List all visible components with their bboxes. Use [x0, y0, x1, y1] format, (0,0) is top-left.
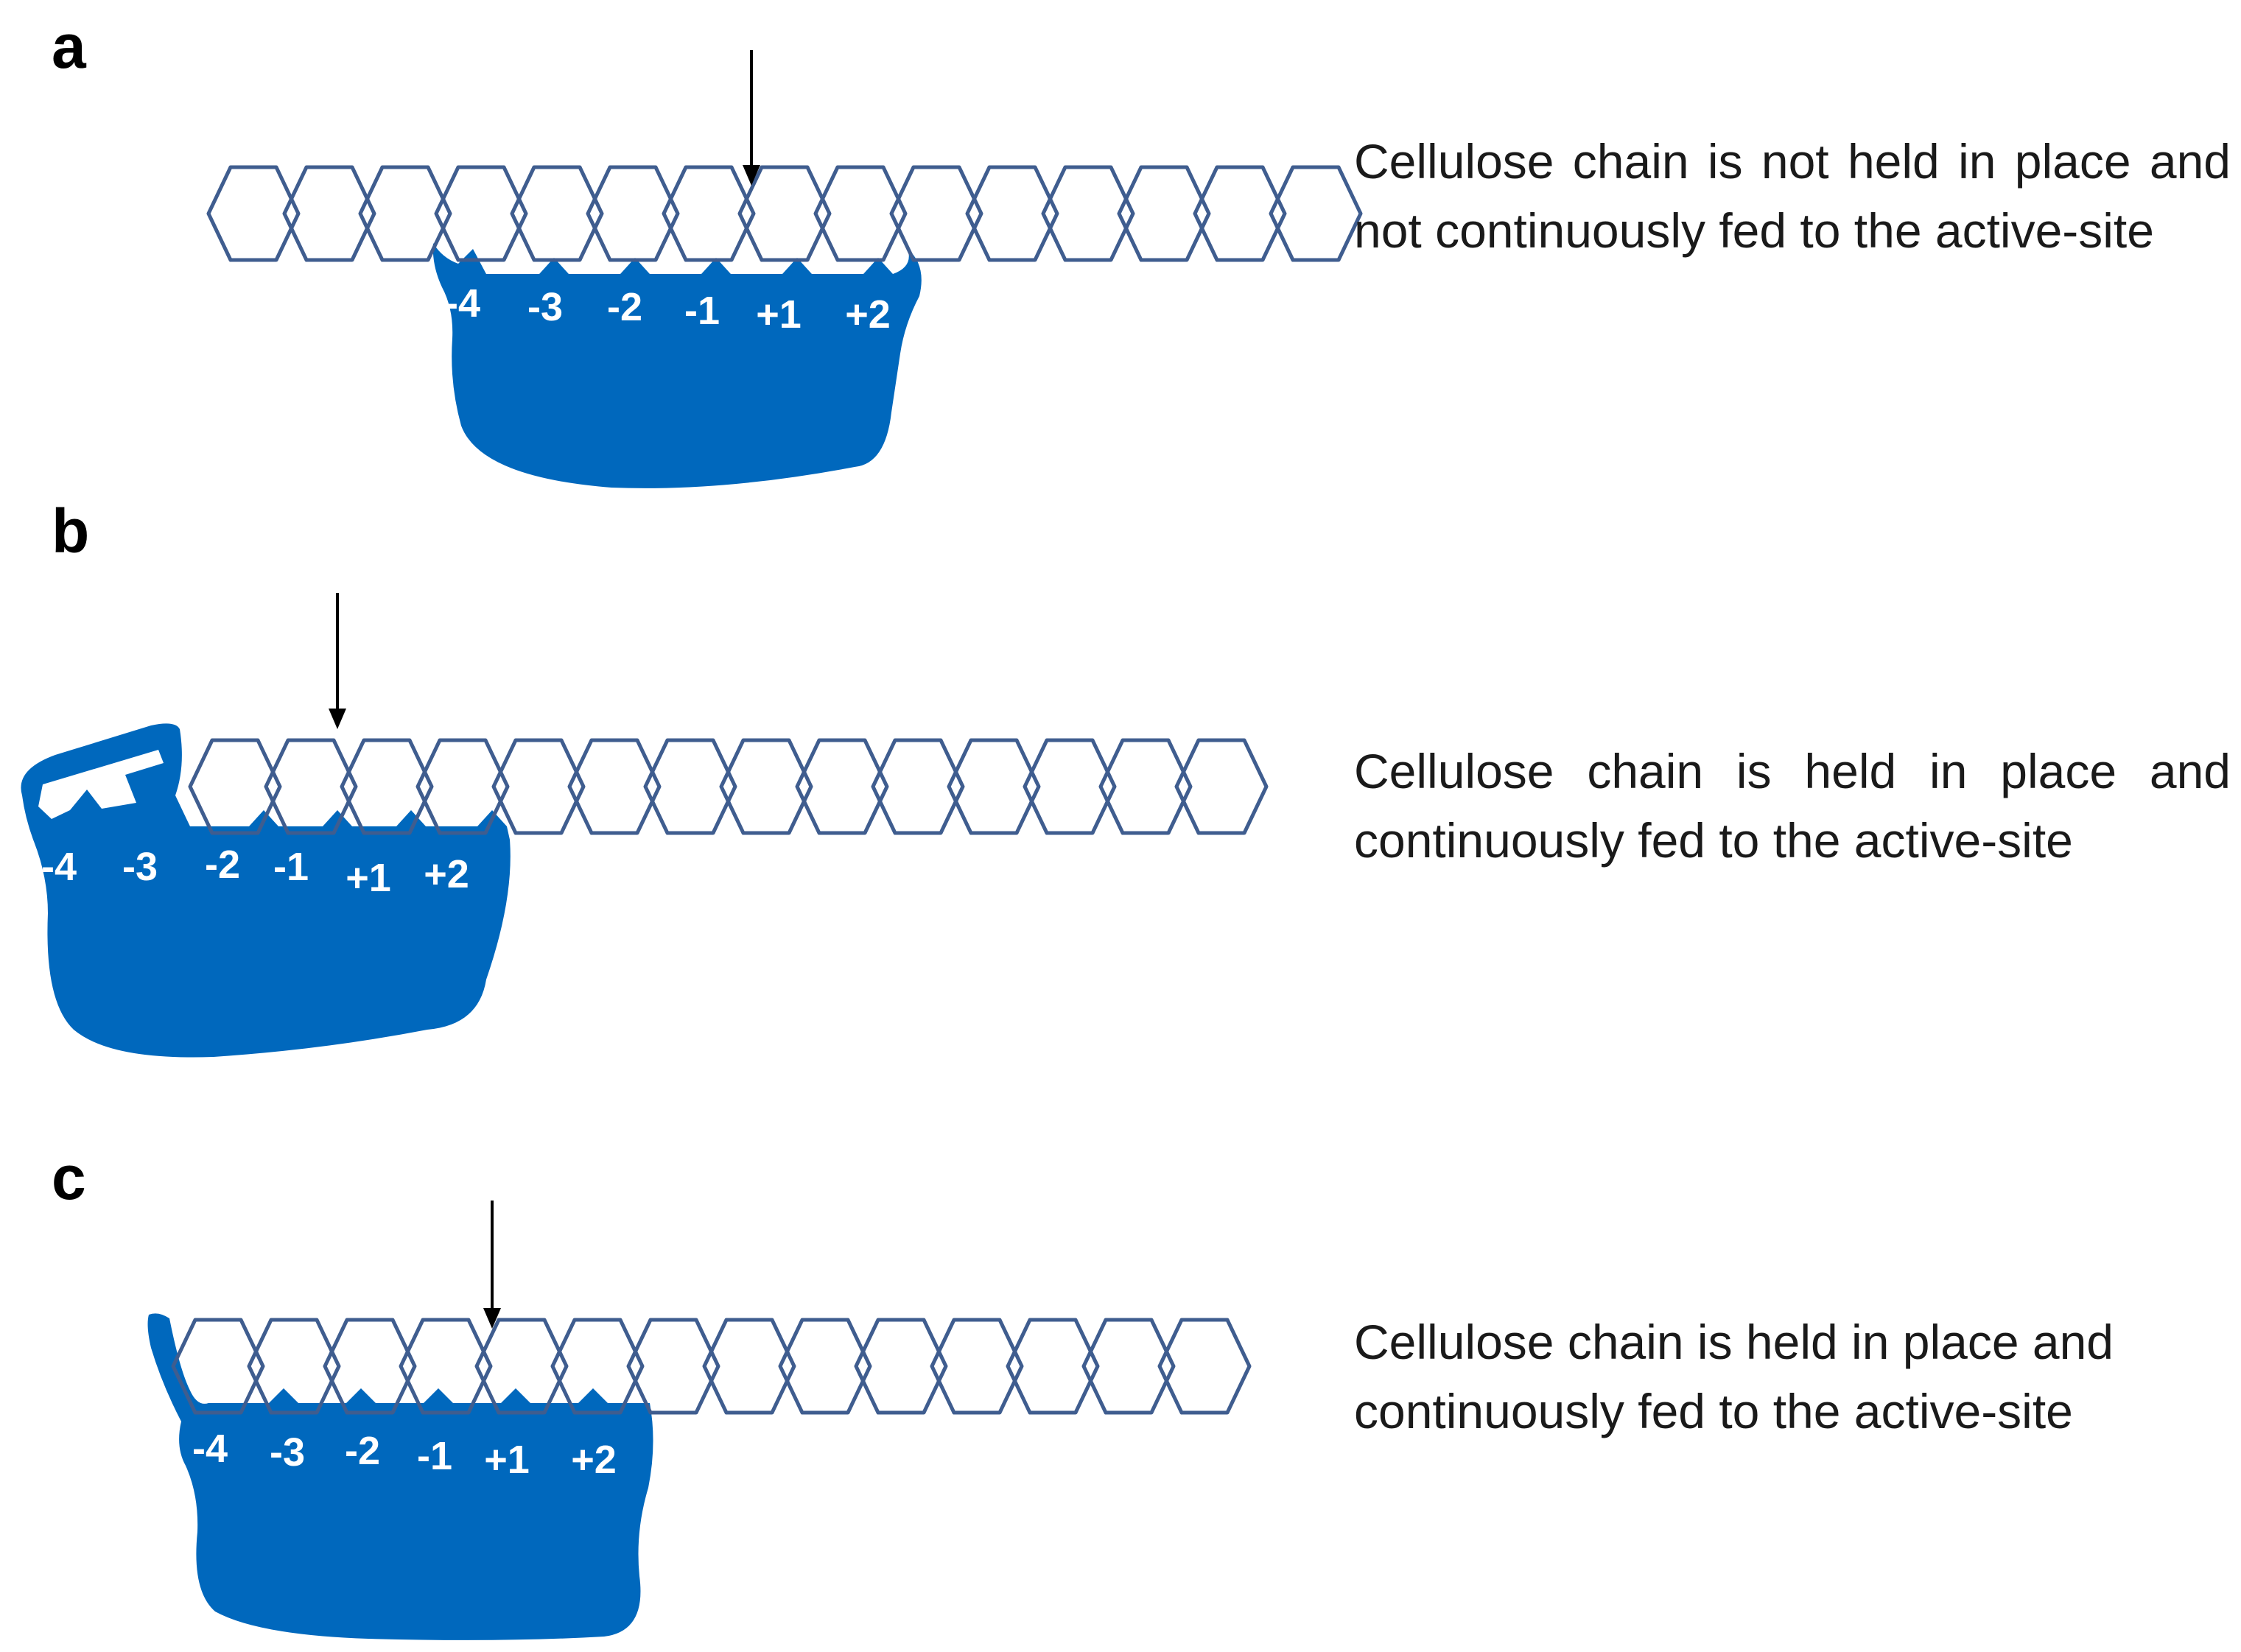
glucose-ring — [567, 738, 662, 835]
subsite-label: -3 — [270, 1430, 305, 1475]
glucose-ring — [206, 165, 301, 262]
subsite-label: -4 — [41, 845, 77, 889]
panel-b: b -4 -3 -2 -1 +1 +2 — [21, 496, 1269, 1058]
glucose-ring — [643, 738, 737, 835]
glucose-ring — [1117, 165, 1211, 262]
glucose-ring — [1157, 1318, 1252, 1415]
cleavage-arrow-c — [483, 1201, 501, 1329]
glucose-ring — [813, 165, 908, 262]
glucose-ring — [1269, 165, 1363, 262]
subsite-label: -2 — [205, 843, 240, 887]
glucose-ring — [1174, 738, 1269, 835]
glucose-ring — [586, 165, 680, 262]
glucose-ring — [415, 738, 510, 835]
glucose-ring — [474, 1318, 569, 1415]
glucose-ring — [719, 738, 813, 835]
caption-a: Cellulose chain is not held in place and… — [1354, 134, 2231, 258]
subsite-label: -2 — [607, 285, 642, 329]
cleavage-arrow-a — [743, 50, 760, 186]
glucose-ring — [626, 1318, 720, 1415]
subsite-label: -3 — [122, 845, 158, 889]
subsite-label: +2 — [424, 852, 469, 896]
subsite-label: -2 — [345, 1429, 380, 1473]
glucose-ring — [1098, 738, 1193, 835]
cellulose-chain-a — [206, 165, 1363, 262]
enzyme-body-b — [21, 723, 511, 1058]
glucose-ring — [491, 738, 586, 835]
glucose-ring — [965, 165, 1059, 262]
subsite-label: -4 — [445, 281, 480, 326]
caption-b: Cellulose chain is held in place and con… — [1354, 744, 2231, 868]
glucose-ring — [854, 1318, 948, 1415]
cleavage-arrow-b — [329, 593, 346, 729]
glucose-ring — [871, 738, 965, 835]
cellulose-chain-c — [171, 1318, 1252, 1415]
glucose-ring — [1006, 1318, 1100, 1415]
glucose-ring — [510, 165, 604, 262]
subsite-label: -1 — [684, 289, 720, 333]
glucose-ring — [947, 738, 1041, 835]
subsite-label: -4 — [192, 1427, 228, 1471]
glucose-ring — [795, 738, 889, 835]
glucose-ring — [340, 738, 434, 835]
caption-c: Cellulose chain is held in place and con… — [1354, 1315, 2114, 1438]
glucose-ring — [889, 165, 983, 262]
glucose-ring — [188, 738, 282, 835]
cellulose-chain-b — [188, 738, 1269, 835]
panel-letter-b: b — [52, 496, 89, 566]
glucose-ring — [282, 165, 376, 262]
glucose-ring — [1041, 165, 1135, 262]
subsite-label: +1 — [756, 292, 802, 337]
glucose-ring — [1193, 165, 1287, 262]
panel-c: c -4 -3 -2 -1 +1 +2 — [52, 1143, 1252, 1640]
glucose-ring — [1023, 738, 1117, 835]
glucose-ring — [247, 1318, 341, 1415]
panel-letter-a: a — [52, 12, 87, 81]
glucose-ring — [358, 165, 452, 262]
subsite-label: +1 — [346, 856, 391, 900]
panel-letter-c: c — [52, 1143, 86, 1212]
subsite-label: -1 — [417, 1434, 452, 1478]
glucose-ring — [778, 1318, 872, 1415]
glucose-ring — [702, 1318, 796, 1415]
glucose-ring — [171, 1318, 265, 1415]
glucose-ring — [399, 1318, 493, 1415]
enzyme-body-a — [432, 243, 922, 488]
glucose-ring — [737, 165, 832, 262]
enzyme-body-c — [147, 1313, 653, 1640]
subsite-label: +2 — [571, 1438, 617, 1482]
subsite-label: -1 — [273, 845, 309, 889]
glucose-ring — [662, 165, 756, 262]
glucose-ring — [323, 1318, 417, 1415]
panel-a: a -4 -3 -2 -1 +1 +2 — [52, 12, 1363, 488]
glucose-ring — [434, 165, 528, 262]
glucose-ring — [550, 1318, 645, 1415]
glucose-ring — [264, 738, 358, 835]
subsite-label: +1 — [484, 1438, 530, 1482]
glucose-ring — [1081, 1318, 1176, 1415]
subsite-label: -3 — [527, 285, 563, 329]
glucose-ring — [930, 1318, 1024, 1415]
subsite-label: +2 — [845, 292, 891, 337]
